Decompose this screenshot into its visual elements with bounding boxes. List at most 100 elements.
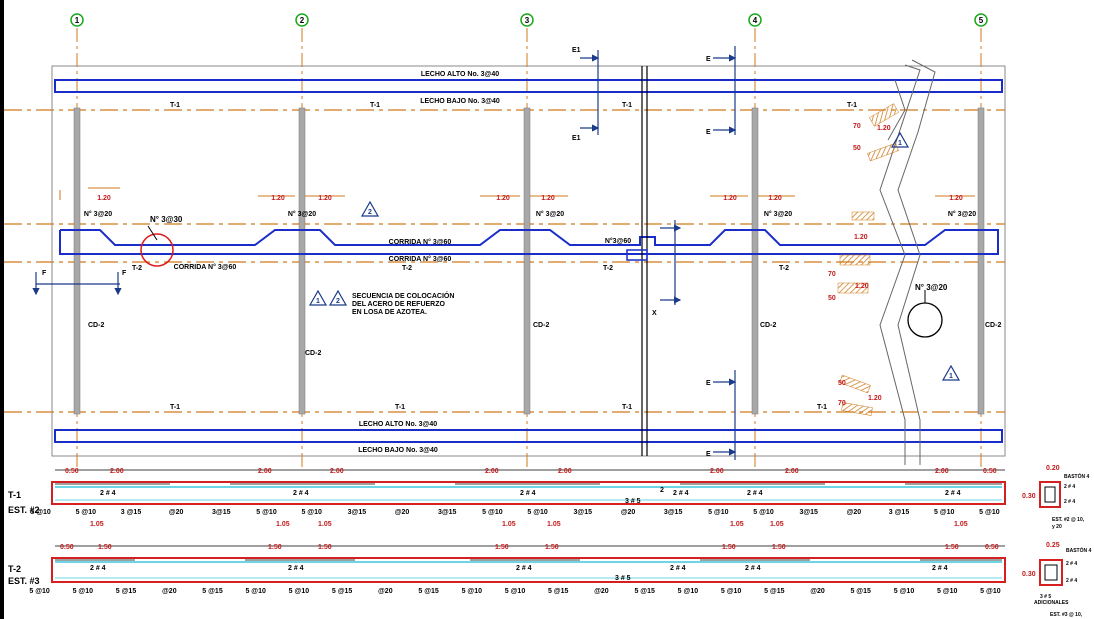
sheet-border bbox=[0, 0, 4, 619]
t2-bars-35: 3 # 5 bbox=[615, 575, 631, 582]
t2-sec-note6: EST. #3 @ 10, bbox=[1050, 612, 1083, 618]
dim-120: 1.20 bbox=[854, 234, 868, 241]
t2-spacing-label: 5 @15 bbox=[202, 588, 223, 595]
warn-2: 2 bbox=[336, 298, 340, 305]
t2-label: T-2 bbox=[779, 265, 789, 272]
t2-spacing-label: 5 @10 bbox=[289, 588, 310, 595]
n320-circle: N° 3@20 bbox=[915, 283, 948, 292]
t1-elev-name: T-1 bbox=[8, 490, 21, 500]
t1-spacing-label: 3@15 bbox=[438, 509, 457, 516]
grid-bubble-3[interactable]: 3 bbox=[520, 13, 534, 27]
t2-dim-150: 1.50 bbox=[945, 544, 959, 551]
t1-spacing-label: 3@15 bbox=[348, 509, 367, 516]
t2-spacing-label: 5 @10 bbox=[980, 588, 1001, 595]
corrida-bar bbox=[59, 229, 999, 255]
t2-elev-est: EST. #3 bbox=[8, 576, 40, 586]
t2-dim-150: 1.50 bbox=[772, 544, 786, 551]
t2-spacing-label: 5 @15 bbox=[332, 588, 353, 595]
t1-label: T-1 bbox=[622, 102, 632, 109]
section-cut-x[interactable] bbox=[660, 220, 682, 305]
t1-label: T-1 bbox=[370, 102, 380, 109]
t2-dim-050: 0.50 bbox=[60, 544, 74, 551]
grid-bubble-1[interactable]: 1 bbox=[70, 13, 84, 27]
corrida-right-label: CORRIDA N° 3@60 bbox=[389, 255, 452, 263]
t1-dim-200: 2.00 bbox=[330, 468, 344, 475]
slab-outline bbox=[51, 65, 1006, 457]
section-e: E bbox=[706, 129, 711, 136]
dim-50: 50 bbox=[828, 295, 836, 302]
dim-50: 50 bbox=[838, 380, 846, 387]
t2-sec-note3: 2 # 4 bbox=[1066, 578, 1077, 584]
dim-70: 70 bbox=[853, 123, 861, 130]
section-cut-e-top[interactable] bbox=[713, 46, 737, 135]
bar-n320: N° 3@20 bbox=[948, 210, 976, 218]
t1-spacing-label: @20 bbox=[169, 509, 184, 516]
note-warning: 1 2 SECUENCIA DE COLOCACIÓN DEL ACERO DE… bbox=[308, 289, 454, 316]
warning-triangle-icon bbox=[890, 131, 910, 148]
t2-sec-note2: 2 # 4 bbox=[1066, 561, 1077, 567]
t1-spacing-label: 5 @10 bbox=[256, 509, 277, 516]
t2-bars-24: 2 # 4 bbox=[670, 565, 686, 572]
section-cut-f[interactable] bbox=[32, 272, 122, 296]
t1-bars-35: 3 # 5 bbox=[625, 498, 641, 505]
t1-bars-24: 2 # 4 bbox=[747, 490, 763, 497]
t2-spacing-label: 5 @15 bbox=[850, 588, 871, 595]
detail-circle-black[interactable] bbox=[907, 302, 943, 338]
t2-dim-050: 0.50 bbox=[985, 544, 999, 551]
grid-label-1: 1 bbox=[75, 16, 80, 25]
dim-70: 70 bbox=[828, 271, 836, 278]
t1-sec-w: 0.20 bbox=[1046, 465, 1060, 472]
t1-spacing-label: 5 @10 bbox=[527, 509, 548, 516]
t1-spacing-label: 5 @10 bbox=[30, 509, 51, 516]
section-f: F bbox=[42, 270, 47, 277]
bar-n320: N° 3@20 bbox=[536, 210, 564, 218]
t2-dim-150: 1.50 bbox=[98, 544, 112, 551]
angled-hatch-bars bbox=[837, 103, 899, 416]
detail-circle-red[interactable] bbox=[140, 233, 174, 267]
grid-label-2: 2 bbox=[300, 16, 305, 25]
t1-sec-h: 0.30 bbox=[1022, 493, 1036, 500]
bottom-lecho-alto: LECHO ALTO No. 3@40 bbox=[359, 421, 437, 428]
dim-120: 1.20 bbox=[723, 195, 737, 202]
bar-n320: N° 3@20 bbox=[764, 210, 792, 218]
t2-spacing-label: 5 @15 bbox=[634, 588, 655, 595]
joint-n360: N°3@60 bbox=[605, 237, 631, 245]
t2-dim-150: 1.50 bbox=[268, 544, 282, 551]
section-cut-e1[interactable] bbox=[580, 50, 600, 135]
bar-n320: N° 3@20 bbox=[288, 210, 316, 218]
t1-spacing-label: 3@15 bbox=[212, 509, 231, 516]
t2-bars-24: 2 # 4 bbox=[288, 565, 304, 572]
t1-spacing-label: @20 bbox=[621, 509, 636, 516]
t1-dim-200: 2.00 bbox=[935, 468, 949, 475]
dims-120 bbox=[59, 187, 975, 200]
section-e: E bbox=[706, 451, 711, 458]
t1-bars-24: 2 # 4 bbox=[673, 490, 689, 497]
beam-axes bbox=[4, 109, 1005, 413]
n320-labels: N° 3@20 N° 3@20 N° 3@20 N° 3@20 N° 3@20 bbox=[84, 210, 976, 218]
t1-dim-105: 1.05 bbox=[770, 521, 784, 528]
dim-120: 1.20 bbox=[877, 125, 891, 132]
t2-dim-150: 1.50 bbox=[318, 544, 332, 551]
warn-2: 2 bbox=[368, 209, 372, 216]
t2-dim-150: 1.50 bbox=[545, 544, 559, 551]
t1-section: 0.20 0.30 BASTÓN 4 2 # 4 2 # 4 EST. #2 @… bbox=[1022, 465, 1090, 530]
t1-sec-note4: EST. #2 @ 10, bbox=[1052, 517, 1085, 523]
t2-spacing-label: 5 @15 bbox=[548, 588, 569, 595]
t1-spacing-label: 3@15 bbox=[664, 509, 683, 516]
t2-sec-w: 0.25 bbox=[1046, 542, 1060, 549]
t1-dim-105: 1.05 bbox=[502, 521, 516, 528]
note-line2: DEL ACERO DE REFUERZO bbox=[352, 301, 446, 308]
grid-bubble-5[interactable]: 5 bbox=[974, 13, 988, 27]
t2-dim-150: 1.50 bbox=[495, 544, 509, 551]
grid-bubble-2[interactable]: 2 bbox=[295, 13, 309, 27]
t1-spacing-label: 5 @10 bbox=[979, 509, 1000, 516]
section-cut-e-bottom[interactable] bbox=[713, 370, 737, 460]
warning-triangle-icon bbox=[941, 364, 961, 381]
t2-spacing-label: 5 @15 bbox=[116, 588, 137, 595]
dim-120-labels: 1.20 1.20 1.20 1.20 1.20 1.20 1.20 1.20 bbox=[97, 195, 963, 202]
section-e1: E1 bbox=[572, 47, 581, 54]
columns bbox=[73, 107, 985, 415]
grid-bubble-4[interactable]: 4 bbox=[748, 13, 762, 27]
